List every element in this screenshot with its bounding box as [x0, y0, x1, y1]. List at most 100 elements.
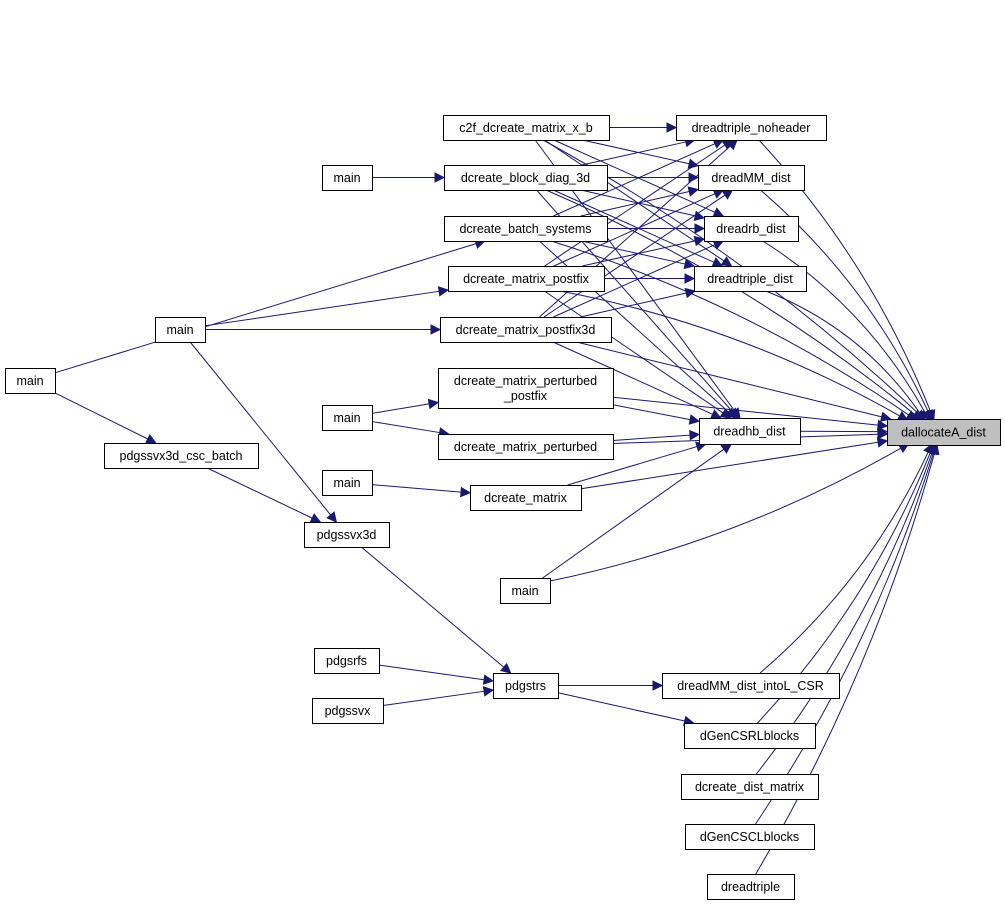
- edge-arrowhead: [687, 186, 700, 197]
- node-main[interactable]: main: [322, 470, 373, 496]
- node-label: dGenCSRLblocks: [700, 729, 799, 743]
- node-pdgssvx3d-csc-batch[interactable]: pdgssvx3d_csc_batch: [104, 443, 259, 469]
- node-pdgssvx3d[interactable]: pdgssvx3d: [304, 522, 390, 548]
- edge-line: [371, 403, 430, 414]
- node-dcreate-matrix-perturbed[interactable]: dcreate_matrix_perturbed: [438, 434, 614, 460]
- edge-line: [553, 193, 716, 267]
- node-dcreate-matrix[interactable]: dcreate_matrix: [470, 485, 582, 511]
- edge-line: [378, 664, 485, 681]
- edge-line: [553, 143, 716, 217]
- edge-line: [576, 341, 882, 418]
- node-dreadtriple[interactable]: dreadtriple: [707, 874, 795, 900]
- node-dcreate-matrix-postfix[interactable]: dcreate_matrix_postfix: [448, 266, 605, 292]
- edge-line: [580, 292, 687, 318]
- node-main[interactable]: main: [500, 578, 551, 604]
- node-pdgstrs[interactable]: pdgstrs: [493, 673, 559, 699]
- node-dcreate-matrix-postfix3d[interactable]: dcreate_matrix_postfix3d: [440, 317, 612, 343]
- edge-arrowhead: [499, 662, 512, 674]
- edge-line: [580, 190, 690, 217]
- node-box: [155, 317, 206, 343]
- edge-line: [567, 446, 698, 486]
- edge-main-c-to-dcreate-matrix-perturbed: [371, 421, 450, 438]
- edge-arrowhead: [482, 686, 495, 697]
- node-dreadtriple-dist[interactable]: dreadtriple_dist: [694, 266, 807, 292]
- edge-main-b-to-dcreate-matrix-postfix: [204, 286, 450, 327]
- node-box: [443, 115, 610, 141]
- edge-arrowhead: [694, 223, 706, 234]
- node-dcreate-dist-matrix[interactable]: dcreate_dist_matrix: [681, 774, 819, 800]
- edge-arrowhead: [326, 511, 338, 523]
- edge-main-c-to-dcreate-matrix-perturbed-postfix: [371, 398, 440, 414]
- edge-line: [582, 139, 690, 165]
- node-dgencsrlblocks[interactable]: dGenCSRLblocks: [684, 723, 816, 749]
- node-label: dcreate_matrix_postfix3d: [456, 323, 596, 337]
- edge-arrowhead: [460, 486, 472, 498]
- edge-line: [189, 341, 332, 516]
- edge-arrowhead: [684, 273, 696, 284]
- node-box: [444, 165, 608, 191]
- edge-pdgssvx-to-pdgstrs: [382, 686, 495, 707]
- node-dcreate-batch-systems[interactable]: dcreate_batch_systems: [444, 216, 608, 242]
- edge-arrowhead: [711, 257, 724, 267]
- node-main[interactable]: main: [5, 368, 56, 394]
- edge-line: [544, 290, 724, 414]
- edge-arrowhead: [719, 408, 732, 419]
- node-box: [681, 774, 819, 800]
- edge-arrowhead: [309, 513, 322, 523]
- edge-dreadrb-dist-to-dallocatea-dist: [762, 240, 930, 422]
- edge-arrowhead: [427, 398, 440, 410]
- node-pdgssvx[interactable]: pdgssvx: [312, 698, 384, 724]
- edge-main-f-to-dallocatea-dist: [549, 443, 910, 582]
- node-box: [707, 874, 795, 900]
- node-c2f-dcreate-matrix-x-b[interactable]: c2f_dcreate_matrix_x_b: [443, 115, 610, 141]
- node-box: [104, 443, 259, 469]
- edge-arrowhead: [720, 443, 733, 454]
- node-pdgsrfs[interactable]: pdgsrfs: [314, 648, 380, 674]
- edge-arrowhead: [877, 428, 889, 440]
- edge-dreadmm-dist-intol-csr-to-dallocatea-dist: [759, 442, 933, 674]
- edge-line: [557, 692, 685, 722]
- edge-line: [549, 447, 902, 582]
- node-box: [440, 317, 612, 343]
- edge-arrowhead: [876, 437, 889, 448]
- edge-pdgsrfs-to-pdgstrs: [378, 664, 495, 685]
- node-main[interactable]: main: [155, 317, 206, 343]
- edge-arrowhead: [684, 287, 697, 299]
- edge-main-e-to-dcreate-batch-systems: [54, 238, 486, 374]
- edge-line: [206, 467, 313, 519]
- edge-arrowhead: [144, 434, 157, 444]
- node-dreadtriple-noheader[interactable]: dreadtriple_noheader: [676, 115, 827, 141]
- node-dreadmm-dist[interactable]: dreadMM_dist: [698, 165, 805, 191]
- call-graph-nodes: dallocateA_dist dreadtriple_noheaderdread…: [5, 115, 1001, 900]
- edge-line: [581, 141, 686, 166]
- node-label: main: [333, 476, 360, 490]
- node-dreadhb-dist[interactable]: dreadhb_dist: [699, 418, 801, 445]
- edge-line: [544, 144, 726, 267]
- edge-line: [553, 139, 716, 213]
- edge-line: [755, 452, 934, 825]
- node-box: [322, 470, 373, 496]
- edge-dcreate-matrix-perturbed-postfix-to-dreadhb-dist: [612, 404, 701, 425]
- node-dcreate-matrix-perturbed-postfix[interactable]: dcreate_matrix_perturbed_postfix: [438, 368, 614, 409]
- node-main[interactable]: main: [322, 165, 373, 191]
- edge-dcreate-batch-systems-to-dreadtriple-dist: [581, 240, 696, 270]
- edge-dcreate-matrix-postfix-to-dreadhb-dist: [544, 290, 732, 419]
- node-label: dreadtriple_noheader: [692, 121, 811, 135]
- edge-arrowhead: [876, 419, 889, 431]
- edge-arrowhead: [720, 256, 733, 267]
- edge-line: [371, 421, 440, 434]
- edge-arrowhead: [726, 139, 738, 151]
- node-dallocateA-dist[interactable]: dallocateA_dist: [887, 419, 1001, 446]
- node-main[interactable]: main: [322, 405, 373, 431]
- edge-arrowhead: [688, 414, 701, 425]
- node-dreadrb-dist[interactable]: dreadrb_dist: [704, 216, 799, 242]
- node-dreadmm-dist-intol-csr[interactable]: dreadMM_dist_intoL_CSR: [662, 673, 840, 699]
- node-dcreate-block-diag-3d[interactable]: dcreate_block_diag_3d: [444, 165, 608, 191]
- node-box: [698, 165, 805, 191]
- edge-dcreate-batch-systems-to-dreadmm-dist: [580, 186, 700, 217]
- edge-main-e-to-pdgssvx3d-csc-batch: [54, 392, 157, 444]
- node-dgencsclblocks[interactable]: dGenCSCLblocks: [685, 824, 815, 850]
- node-label: main: [16, 374, 43, 388]
- node-label: dcreate_dist_matrix: [695, 780, 805, 794]
- edge-line: [204, 290, 440, 327]
